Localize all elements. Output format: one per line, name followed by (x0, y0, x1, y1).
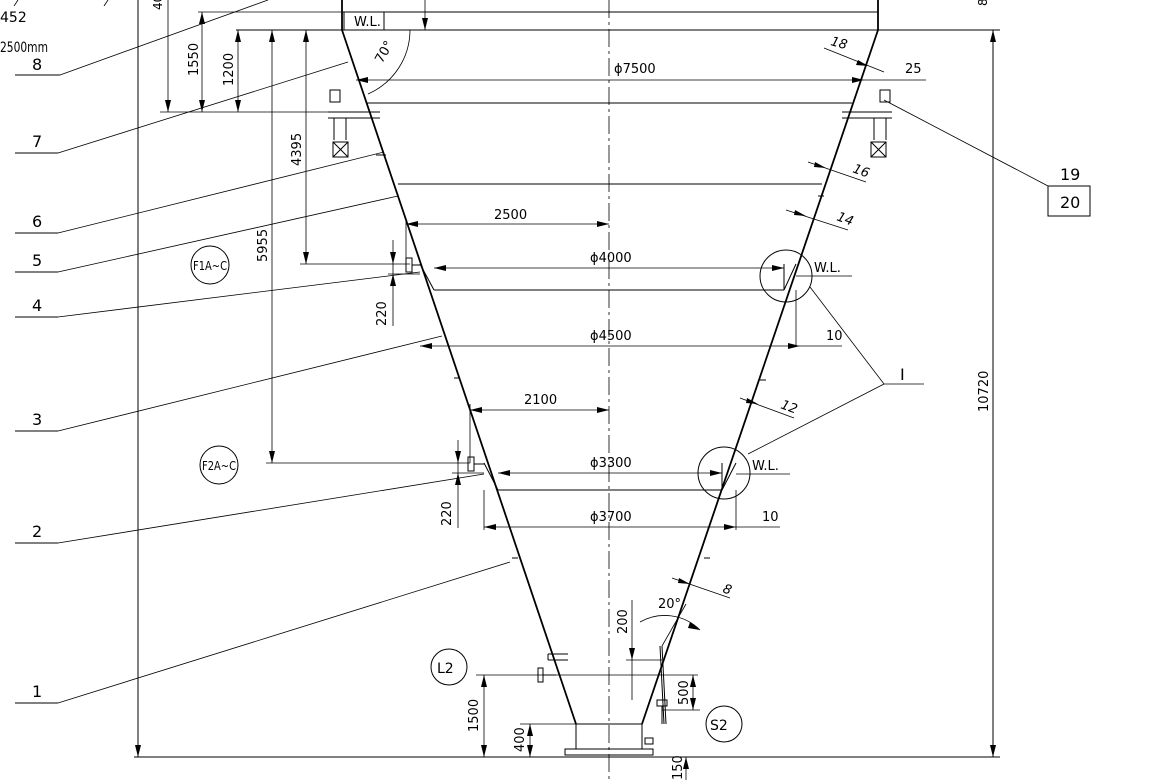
dim-1550: 1550 (187, 43, 202, 76)
part-number-7: 7 (32, 132, 42, 151)
hopper-body (236, 0, 1000, 756)
note-452: 452 (0, 10, 27, 26)
part-number-19: 19 (1060, 165, 1080, 184)
nozzle-bubble-l2: L2 (430, 648, 468, 686)
thk-14: 14 (835, 210, 856, 230)
dim-d3700: ϕ3700 (590, 510, 632, 525)
top-left-partial-notes: 452 2500mm (0, 0, 109, 56)
nozzle-bubble-f1: F1A~C (190, 245, 230, 285)
dim-25: 25 (905, 62, 922, 77)
part-number-2: 2 (32, 522, 42, 541)
dim-200: 200 (616, 609, 631, 634)
dim-10-upper: 10 (826, 329, 843, 344)
dim-1500: 1500 (467, 699, 482, 732)
part-leaders: 8 7 6 5 4 3 2 1 (15, 0, 511, 704)
dim-150: 150 (671, 755, 686, 780)
wl-label-2: W.L. (752, 459, 779, 474)
svg-text:F2A~C: F2A~C (202, 459, 236, 473)
support-lug-right (842, 89, 892, 158)
base-line-group: 10720 8 (134, 0, 1000, 758)
dim-d3300: ϕ3300 (590, 456, 632, 471)
angle-20: 20° (658, 597, 681, 612)
nozzle-bubble-s2: S2 (705, 705, 743, 743)
dim-top-left-partial: 40 (151, 0, 165, 10)
dim-500: 500 (677, 680, 692, 705)
dim-5955: 5955 (256, 229, 271, 262)
top-dims: W.L. 70° ϕ7500 25 18 (343, 0, 926, 95)
part-number-3: 3 (32, 410, 42, 429)
wl-label-1: W.L. (814, 261, 841, 276)
dim-2500: 2500 (494, 208, 527, 223)
lower-cone-dims: 12 2100 ϕ3300 W.L. ϕ3700 10 I (440, 286, 924, 599)
dim-d7500: ϕ7500 (614, 62, 656, 77)
upper-cone-dims: 16 14 2500 ϕ4000 W.L. ϕ4500 10 (375, 161, 872, 349)
support-lug-left (328, 89, 380, 158)
left-vertical-dims: 1550 1200 40 4395 5955 (151, 0, 470, 464)
svg-text:F1A~C: F1A~C (193, 259, 227, 273)
dim-d4000: ϕ4000 (590, 251, 632, 266)
angle-70: 70° (372, 39, 397, 66)
thk-8: 8 (721, 582, 734, 599)
part-number-4: 4 (32, 296, 42, 315)
svg-text:L2: L2 (437, 661, 454, 677)
bottom-dims: 1500 400 200 500 150 20° (467, 597, 701, 780)
part-number-5: 5 (32, 251, 42, 270)
wall-stubs (376, 154, 824, 559)
part-number-20: 20 (1060, 193, 1080, 212)
dim-2100: 2100 (524, 393, 557, 408)
thk-12: 12 (779, 398, 800, 418)
svg-text:S2: S2 (710, 718, 728, 734)
dim-220-lower: 220 (440, 501, 455, 526)
dim-10-lower: 10 (762, 510, 779, 525)
note-2500mm: 2500mm (0, 40, 48, 56)
dim-top-right-partial: 8 (976, 0, 990, 6)
thk-18: 18 (829, 34, 849, 53)
dim-220-upper: 220 (375, 301, 390, 326)
part-leaders-right: 19 20 (883, 99, 1091, 217)
detail-ref-i: I (900, 365, 905, 384)
nozzle-bubble-f2: F2A~C (199, 445, 239, 485)
part-number-6: 6 (32, 212, 42, 231)
dim-d4500: ϕ4500 (590, 329, 632, 344)
dim-10720: 10720 (977, 371, 992, 412)
thk-16: 16 (851, 162, 872, 182)
dim-400: 400 (513, 727, 528, 752)
part-number-1: 1 (32, 682, 42, 701)
dim-1200: 1200 (222, 53, 237, 86)
part-number-8: 8 (32, 55, 42, 74)
wl-top-label: W.L. (354, 15, 381, 30)
dim-4395: 4395 (290, 133, 305, 166)
